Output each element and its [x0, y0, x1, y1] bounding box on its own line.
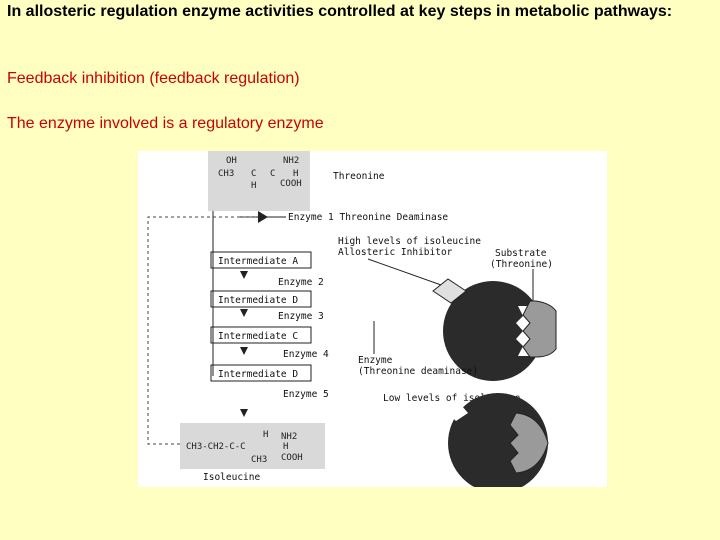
- allosteric-inhibitor-label: Allosteric Inhibitor: [338, 247, 453, 258]
- substrate-shape-top: [522, 300, 557, 358]
- isoleucine-ch3: CH3: [251, 455, 267, 465]
- threonine-box: [208, 151, 310, 211]
- threonine-c2: C: [270, 169, 275, 179]
- isoleucine-box: [180, 423, 325, 469]
- isoleucine-nh2: NH2: [281, 432, 297, 442]
- threonine-h2: H: [293, 169, 298, 179]
- feedback-loop-line: [147, 216, 256, 445]
- intermediate-c-label: Intermediate C: [218, 331, 298, 342]
- low-levels-label: Low levels of isoleucine: [383, 393, 521, 404]
- intermediate-c-box: [210, 326, 312, 344]
- threonine-cooh: COOH: [280, 179, 302, 189]
- isoleucine-label: Isoleucine: [203, 472, 260, 483]
- slide-title: In allosteric regulation enzyme activiti…: [7, 3, 673, 20]
- empty-allosteric-site: [443, 399, 468, 421]
- feedback-inhibition-figure: OH NH2 CH3 C C H H COOH Threonine Enzyme…: [138, 151, 607, 487]
- enzyme5-arrow-icon: [240, 409, 248, 417]
- enzyme5-label: Enzyme 5: [283, 389, 329, 400]
- allosteric-inhibitor-shape: [432, 278, 467, 304]
- threonine-nh2: NH2: [283, 156, 299, 166]
- pathway-diagram: OH NH2 CH3 C C H H COOH Threonine Enzyme…: [147, 151, 557, 487]
- intermediate-b-label: Intermediate D: [218, 295, 298, 306]
- threonine-h1: H: [251, 181, 256, 191]
- isoleucine-cooh: COOH: [281, 453, 303, 463]
- enzyme2-label: Enzyme 2: [278, 277, 324, 288]
- substrate-shape-bottom: [509, 412, 549, 474]
- intermediate-d-box: [210, 364, 312, 382]
- substrate-label: Substrate: [495, 248, 547, 259]
- threonine-oh: OH: [226, 156, 237, 166]
- isoleucine-top-h: H: [263, 430, 268, 440]
- enzyme4-arrow-icon: [240, 347, 248, 355]
- feedback-inhibition-heading: Feedback inhibition (feedback regulation…: [7, 70, 300, 87]
- enzyme3-arrow-icon: [240, 309, 248, 317]
- threonine-c1: C: [251, 169, 256, 179]
- regulatory-enzyme-heading: The enzyme involved is a regulatory enzy…: [7, 115, 324, 132]
- intermediate-d-label: Intermediate D: [218, 369, 298, 380]
- enzyme3-label: Enzyme 3: [278, 311, 324, 322]
- intermediate-b-box: [210, 290, 312, 308]
- threonine-label: Threonine: [333, 171, 385, 182]
- enzyme1-label: Enzyme 1 Threonine Deaminase: [288, 212, 448, 223]
- high-levels-label: High levels of isoleucine: [338, 236, 481, 247]
- isoleucine-chain: CH3-CH2-C-C: [186, 442, 246, 452]
- substrate-paren-label: (Threonine): [490, 259, 553, 270]
- intermediate-a-box: [210, 251, 312, 269]
- intermediate-a-label: Intermediate A: [218, 256, 298, 267]
- enzyme4-label: Enzyme 4: [283, 349, 329, 360]
- enzyme-label: Enzyme: [358, 355, 393, 366]
- isoleucine-h: H: [283, 442, 288, 452]
- enzyme-paren-label: (Threonine deaminase): [358, 366, 478, 377]
- enzyme2-arrow-icon: [240, 271, 248, 279]
- threonine-ch3: CH3: [218, 169, 234, 179]
